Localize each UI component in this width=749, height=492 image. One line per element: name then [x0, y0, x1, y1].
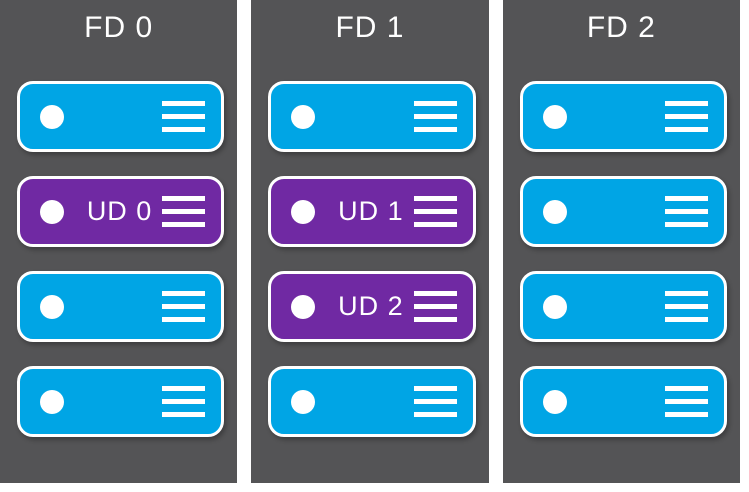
server-vents-icon [413, 101, 457, 132]
server-vents-icon [162, 196, 206, 227]
server-vents-icon [664, 291, 708, 322]
server-vents-icon [664, 101, 708, 132]
fault-domain-label: FD 0 [84, 11, 154, 44]
server-vents-icon [162, 291, 206, 322]
server-update-domain: UD 1 [268, 176, 476, 247]
server-vm [268, 366, 476, 437]
server-vents-icon [413, 386, 457, 417]
server-vm [519, 81, 727, 152]
power-led-icon [291, 294, 316, 319]
server-update-domain: UD 2 [268, 271, 476, 342]
power-led-icon [40, 199, 64, 224]
server-right-group [413, 386, 457, 417]
server-vents-icon [664, 196, 708, 227]
update-domain-label: UD 1 [338, 196, 404, 226]
server-list: UD 0 [0, 46, 237, 437]
power-led-icon [40, 389, 64, 414]
fault-domain-column-2: FD 2 [502, 0, 740, 483]
server-right-group: UD 0 [87, 196, 206, 227]
server-right-group [664, 196, 708, 227]
server-vents-icon [664, 386, 708, 417]
power-led-icon [291, 199, 316, 224]
server-right-group: UD 1 [338, 196, 457, 227]
power-led-icon [542, 389, 567, 414]
server-list: UD 1 UD 2 [251, 46, 488, 437]
power-led-icon [542, 199, 567, 224]
server-vm [268, 81, 476, 152]
server-right-group: UD 2 [338, 291, 457, 322]
server-right-group [664, 101, 708, 132]
power-led-icon [40, 294, 64, 319]
server-vents-icon [162, 101, 206, 132]
server-vents-icon [413, 291, 457, 322]
power-led-icon [542, 294, 567, 319]
fault-domain-label: FD 2 [586, 11, 656, 44]
server-vm [519, 366, 727, 437]
update-domain-label: UD 0 [86, 196, 153, 226]
update-domain-label: UD 2 [338, 291, 404, 321]
server-list [503, 46, 740, 437]
server-update-domain: UD 0 [17, 176, 225, 247]
fault-domain-column-0: FD 0 UD 0 [0, 0, 238, 483]
server-right-group [162, 386, 206, 417]
server-vents-icon [162, 386, 206, 417]
power-led-icon [291, 389, 316, 414]
power-led-icon [40, 104, 64, 129]
server-right-group [664, 291, 708, 322]
server-right-group [664, 386, 708, 417]
server-vm [17, 271, 225, 342]
server-right-group [413, 101, 457, 132]
server-vm [17, 366, 225, 437]
server-vm [519, 176, 727, 247]
server-right-group [162, 291, 206, 322]
fault-domain-column-1: FD 1 UD 1 UD 2 [251, 0, 489, 483]
fault-domain-label: FD 1 [335, 11, 405, 44]
server-vm [519, 271, 727, 342]
server-vents-icon [413, 196, 457, 227]
server-vm [17, 81, 225, 152]
server-right-group [162, 101, 206, 132]
power-led-icon [291, 104, 316, 129]
power-led-icon [542, 104, 567, 129]
